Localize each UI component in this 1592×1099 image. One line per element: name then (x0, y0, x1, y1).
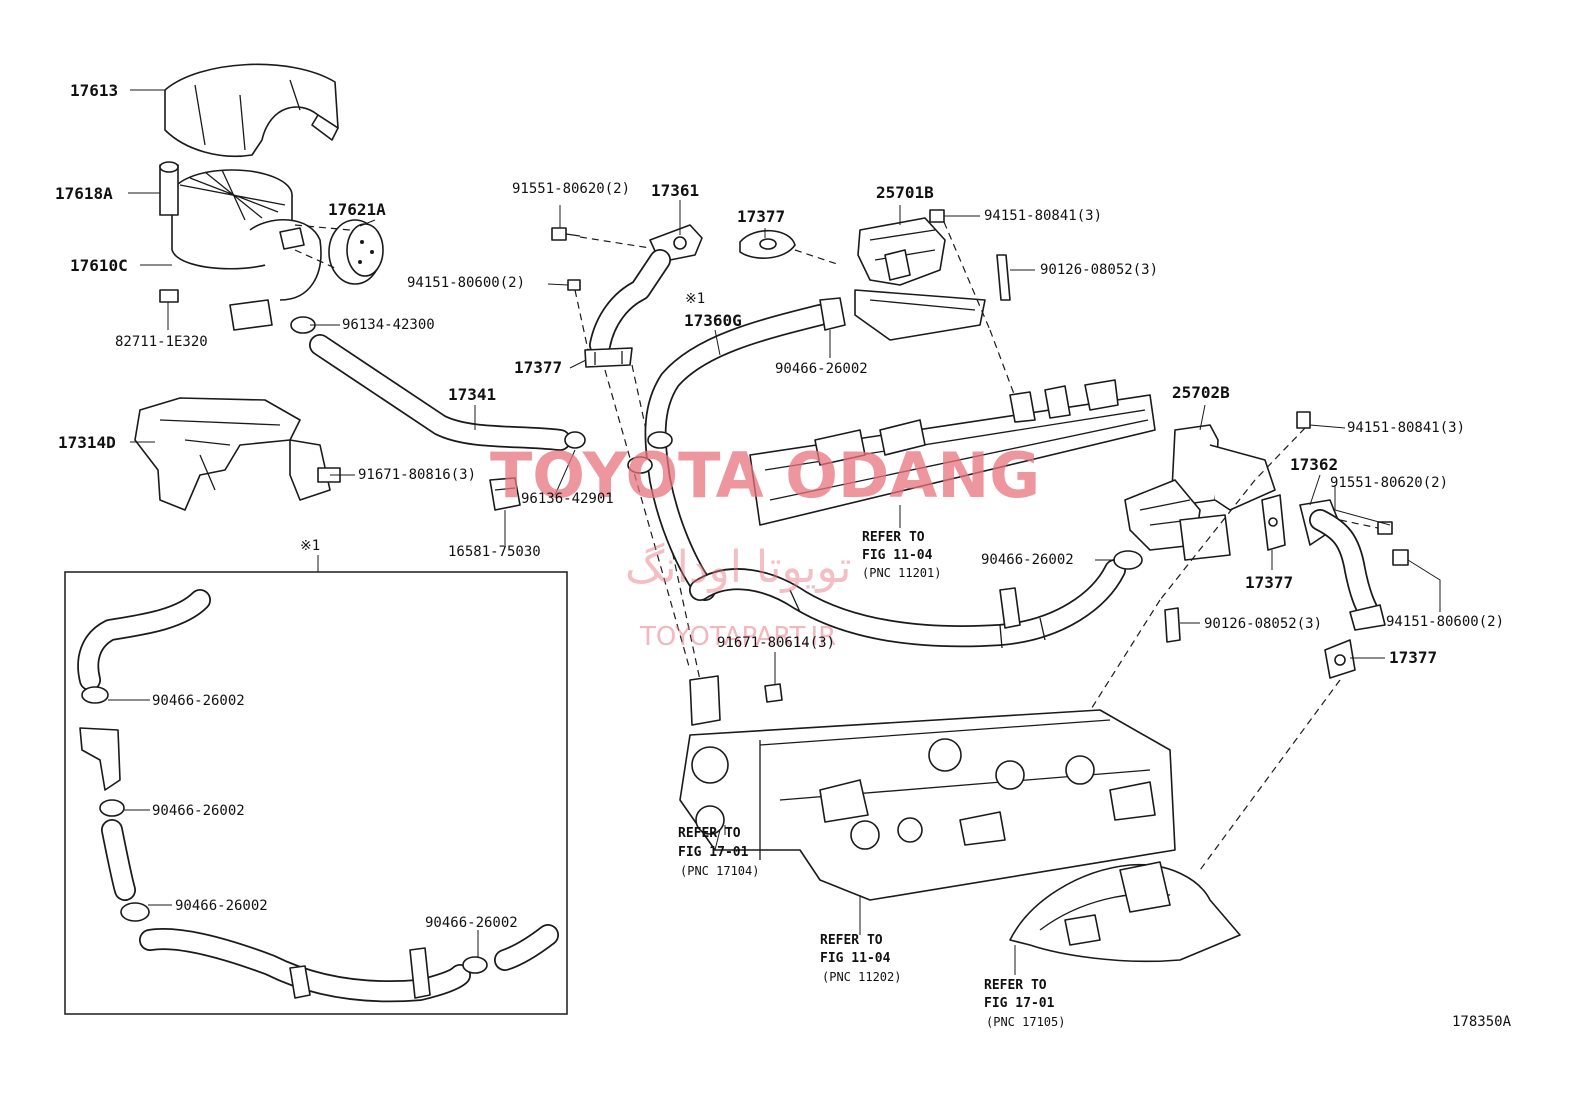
label-17361: 17361 (651, 181, 699, 200)
bolt-91551-a (551, 227, 581, 241)
label-inset-90466-2: 90466-26002 (152, 803, 245, 819)
hose-clamp-96136 (564, 431, 586, 449)
label-90126-08052-a: 90126-08052(3) (1040, 262, 1158, 278)
hose-clamp-90466-top (819, 297, 846, 331)
ref-11201-line3: (PNC 11201) (862, 566, 941, 580)
cylinder-head-cover-upper (749, 379, 1156, 526)
inset-frame (64, 571, 568, 1015)
watermark: TOYOTA ODANG تویوتا اودانگ TOYOTAPART.IR (490, 439, 1040, 652)
label-96136-42901: 96136-42901 (521, 491, 614, 507)
label-17377-c: 17377 (1245, 573, 1293, 592)
nut-94151-600b (1392, 549, 1409, 566)
label-17341: 17341 (448, 385, 496, 404)
nut-94151-600a (567, 279, 581, 291)
label-17362: 17362 (1290, 455, 1338, 474)
part-labels: 17613 17618A 17621A 17610C 82711-1E320 9… (55, 81, 1512, 1030)
label-17618A: 17618A (55, 184, 113, 203)
bolt-91671-614 (764, 683, 783, 703)
gasket-17377-d (1324, 639, 1356, 679)
pump-bracket-17314D (134, 397, 341, 511)
air-filter-element (328, 219, 384, 285)
ref-17104-line2: FIG 17-01 (678, 845, 749, 860)
stud-90126-b (1164, 607, 1181, 643)
gasket-17377-b (739, 229, 796, 259)
air-hose-lower (689, 559, 1126, 649)
label-91551-80620-a: 91551-80620(2) (512, 181, 630, 197)
exhaust-manifold-part (1009, 861, 1241, 963)
label-90126-08052-b: 90126-08052(3) (1204, 616, 1322, 632)
inset-hose-assembly (77, 589, 559, 1003)
watermark-arabic: تویوتا اودانگ (625, 542, 852, 593)
label-91671-80614: 91671-80614(3) (717, 635, 835, 651)
air-switching-valve-25702B (1124, 424, 1276, 561)
label-17314D: 17314D (58, 433, 116, 452)
label-16581-75030: 16581-75030 (448, 544, 541, 560)
air-pump (159, 161, 322, 331)
label-17377-b: 17377 (737, 207, 785, 226)
air-switching-valve-25701B (854, 217, 986, 341)
watermark-brand: TOYOTA ODANG (490, 439, 1040, 512)
label-17613: 17613 (70, 81, 118, 100)
hose-clamp-16581 (489, 477, 521, 511)
label-94151-80841-a: 94151-80841(3) (984, 208, 1102, 224)
gasket-17377-c (1261, 494, 1286, 551)
label-17377-d: 17377 (1389, 648, 1437, 667)
label-96134-42300: 96134-42300 (342, 317, 435, 333)
hose-17341 (309, 334, 571, 451)
air-pipe-17362 (1299, 499, 1386, 631)
clamp-ring-center (627, 431, 673, 474)
label-inset-90466-4: 90466-26002 (425, 915, 518, 931)
ref-17105-line2: FIG 17-01 (984, 996, 1055, 1011)
hose-17360G (644, 304, 831, 601)
ref-11202-line3: (PNC 11202) (822, 970, 901, 984)
label-17377-a: 17377 (514, 358, 562, 377)
label-25702B: 25702B (1172, 383, 1230, 402)
ref-17104-line3: (PNC 17104) (680, 864, 759, 878)
label-91551-80620-b: 91551-80620(2) (1330, 475, 1448, 491)
ref-17105-line1: REFER TO (984, 978, 1047, 993)
label-17621A: 17621A (328, 200, 386, 219)
nut-94151-841a (929, 209, 945, 223)
nut-94151-841b (1296, 411, 1311, 429)
air-pump-cover (164, 63, 339, 158)
air-pipe-17361 (589, 224, 703, 356)
label-91671-80816: 91671-80816(3) (358, 467, 476, 483)
watermark-url: TOYOTAPART.IR (639, 622, 836, 652)
cylinder-head-lower (679, 675, 1176, 901)
label-82711-1E320: 82711-1E320 (115, 334, 208, 350)
label-25701B: 25701B (876, 183, 934, 202)
diagram-number: 178350A (1452, 1014, 1512, 1030)
ref-11202-line1: REFER TO (820, 933, 883, 948)
ref-17104-line1: REFER TO (678, 826, 741, 841)
reference-notes: REFER TO FIG 11-04 (PNC 11201) REFER TO … (678, 530, 1065, 1029)
hose-clamp-90466-mid (1113, 550, 1143, 570)
label-94151-80600-a: 94151-80600(2) (407, 275, 525, 291)
inset-title-marker: ※1 (300, 538, 320, 554)
label-90466-26002-top: 90466-26002 (775, 361, 868, 377)
label-90466-26002-mid: 90466-26002 (981, 552, 1074, 568)
label-17610C: 17610C (70, 256, 128, 275)
label-94151-80841-b: 94151-80841(3) (1347, 420, 1465, 436)
leader-lines (128, 89, 1441, 975)
gasket-17377-a (584, 347, 633, 368)
label-inset-90466-1: 90466-26002 (152, 693, 245, 709)
inset-ref-marker: ※1 (685, 291, 705, 307)
label-94151-80600-b: 94151-80600(2) (1386, 614, 1504, 630)
label-17360G: 17360G (684, 311, 742, 330)
ref-11201-line1: REFER TO (862, 530, 925, 545)
ref-11202-line2: FIG 11-04 (820, 951, 891, 966)
ref-17105-line3: (PNC 17105) (986, 1015, 1065, 1029)
label-inset-90466-3: 90466-26002 (175, 898, 268, 914)
ref-11201-line2: FIG 11-04 (862, 548, 933, 563)
stud-90126-a (996, 254, 1011, 301)
